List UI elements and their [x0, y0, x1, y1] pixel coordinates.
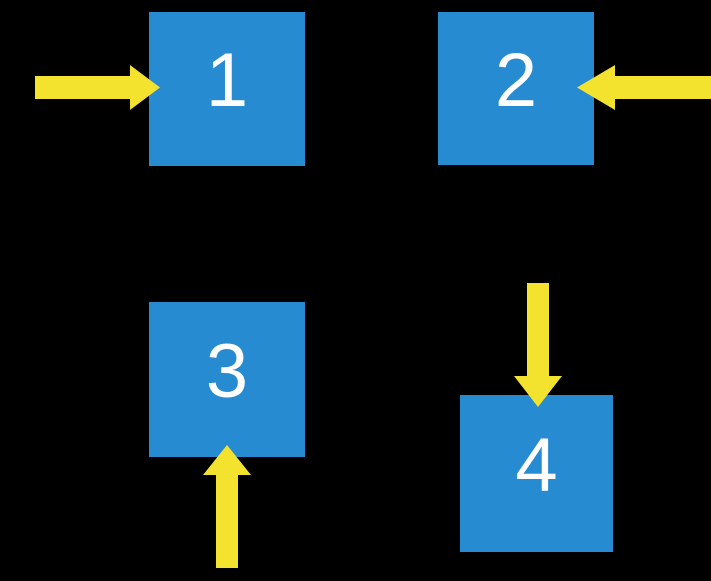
- arrow-right-icon: [35, 65, 160, 110]
- box-label: 2: [494, 37, 538, 123]
- numbered-box-2: 2: [438, 12, 594, 165]
- arrow-up-icon: [203, 445, 251, 568]
- box-label: 4: [515, 422, 558, 508]
- arrow-right-shape: [35, 65, 160, 110]
- arrow-left-shape: [577, 65, 711, 110]
- box-label: 3: [205, 328, 249, 414]
- arrow-down-shape: [514, 283, 562, 407]
- arrow-left-icon: [577, 65, 711, 110]
- numbered-box-3: 3: [149, 302, 305, 457]
- arrow-down-icon: [514, 283, 562, 407]
- box-label: 1: [205, 38, 249, 123]
- numbered-box-1: 1: [149, 12, 305, 166]
- numbered-box-4: 4: [460, 395, 613, 552]
- arrow-up-shape: [203, 445, 251, 568]
